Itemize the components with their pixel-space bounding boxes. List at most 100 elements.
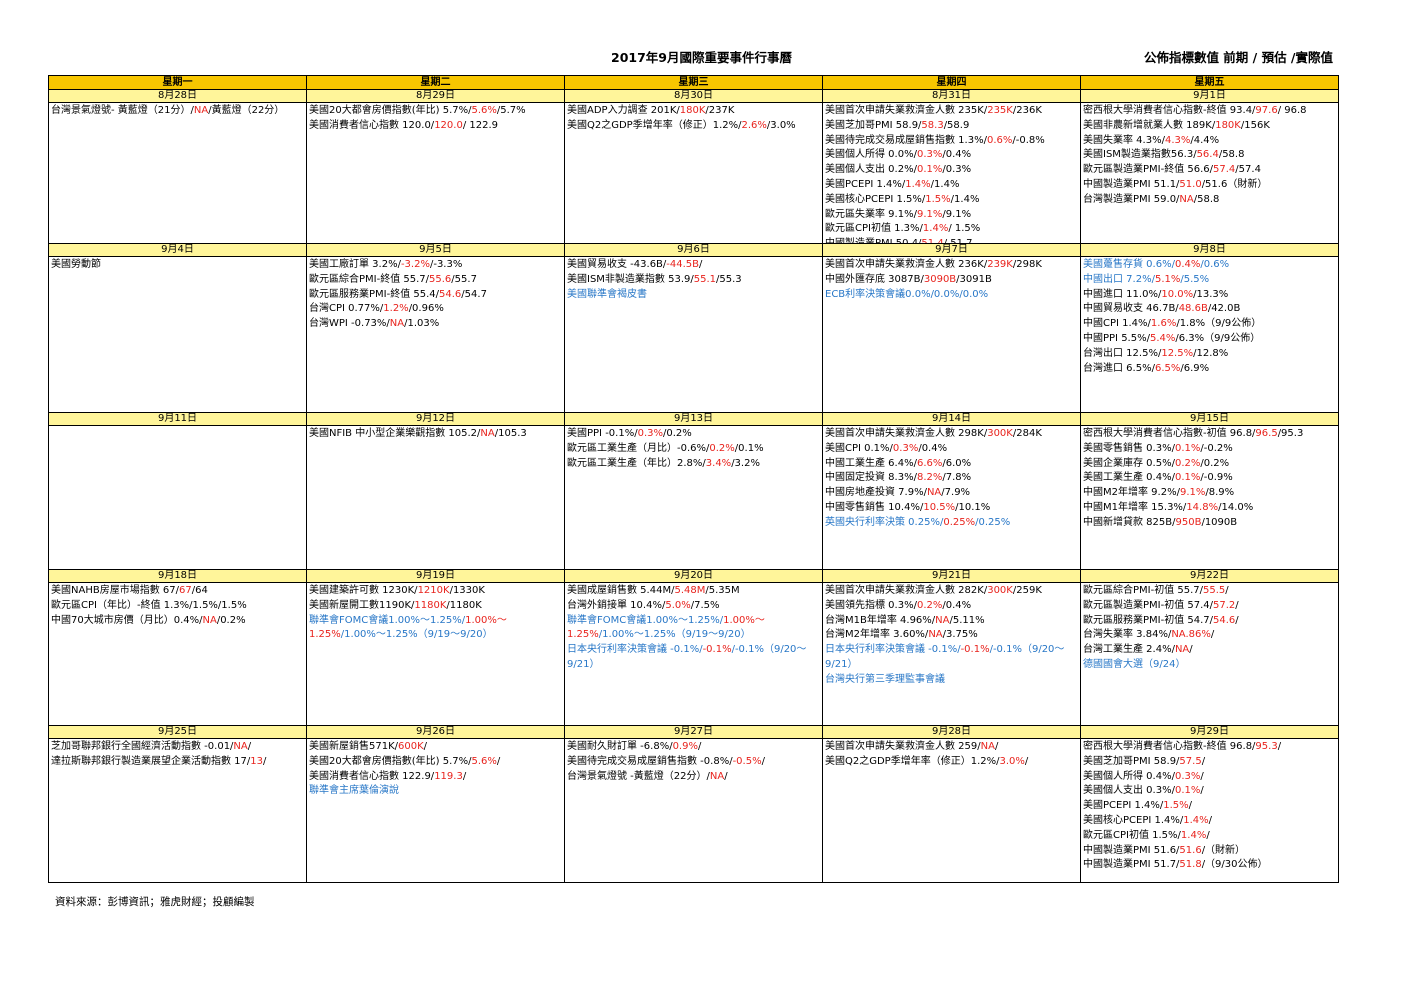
- event-line: 中國新增貸款 825B/950B/1090B: [1083, 516, 1336, 531]
- event-line: 美國首次申請失業救濟金人數 298K/300K/284K: [825, 427, 1078, 442]
- event-actual: /: [1200, 770, 1204, 782]
- event-forecast: 55.6: [429, 273, 452, 285]
- legend-note: 公佈指標數值 前期 / 預估 /實際值: [1143, 50, 1333, 65]
- event-previous: 歐元區CPI初值 1.5%/: [1083, 829, 1181, 841]
- event-previous: 美國首次申請失業救濟金人數 282K/: [825, 585, 988, 596]
- event-line: 美國ISM非製造業指數 53.9/55.1/55.3: [567, 273, 820, 288]
- event-actual: /0.3%: [942, 164, 972, 176]
- event-actual: /298K: [1012, 259, 1042, 270]
- event-line: 美國Q2之GDP季增年率（修正）1.2%/2.6%/3.0%: [567, 119, 820, 134]
- event-forecast: NA: [202, 614, 217, 626]
- event-actual-blue: /5.5%: [1180, 273, 1210, 285]
- event-forecast: 119.3: [434, 770, 463, 782]
- event-forecast: 13: [250, 755, 264, 767]
- event-line: 中國70大城市房價（月比）0.4%/NA/0.2%: [51, 614, 304, 629]
- event-line: 歐元區綜合PMI-終值 55.7/55.6/55.7: [309, 273, 562, 288]
- event-line: 聯準會主席葉倫演說: [309, 784, 562, 799]
- event-forecast: 1210K: [417, 585, 450, 596]
- event-line: 美國PCEPI 1.4%/1.4%/1.4%: [825, 178, 1078, 193]
- event-previous: 美國Q2之GDP季增年率（修正）1.2%/: [567, 119, 742, 131]
- event-label-blue: 聯準會FOMC會議1.00%～1.25%/: [567, 614, 724, 626]
- event-previous: 中國製造業PMI 51.1/: [1083, 178, 1180, 190]
- event-previous: 美國20大都會房價指數(年比) 5.7%/: [309, 105, 472, 116]
- day-events-list: 美國新屋銷售571K/600K/美國20大都會房價指數(年比) 5.7%/5.6…: [307, 739, 564, 882]
- event-actual: /7.9%: [941, 487, 971, 499]
- event-previous: 美國ADP入力調查 201K/: [567, 105, 680, 116]
- event-previous: 美國20大都會房價指數(年比) 5.7%/: [309, 755, 472, 767]
- event-forecast: NA: [935, 614, 950, 626]
- event-forecast: 55.1: [693, 273, 717, 285]
- event-line: 中國製造業PMI 51.1/51.0/51.6（財新）: [1083, 178, 1336, 193]
- day-events-cell: 美國PPI -0.1%/0.3%/0.2%歐元區工業生產（月比）-0.6%/0.…: [564, 425, 823, 570]
- event-previous: 中國M1年增率 15.3%/: [1083, 501, 1187, 513]
- event-line: 美國芝加哥PMI 58.9/57.5/: [1083, 755, 1336, 770]
- event-actual: /: [1024, 755, 1029, 767]
- event-line: 密西根大學消費者信心指數-初值 96.8/96.5/95.3: [1083, 427, 1336, 442]
- weekday-header: 星期一: [48, 75, 307, 90]
- event-previous: 中國CPI 1.4%/: [1083, 318, 1151, 330]
- event-line: ECB利率決策會議0.0%/0.0%/0.0%: [825, 288, 1078, 303]
- event-previous: 台灣出口 12.5%/: [1083, 347, 1162, 359]
- event-actual: /: [1208, 814, 1213, 826]
- event-forecast: NA: [389, 318, 405, 330]
- event-label-blue: 中國出口 7.2%/: [1083, 273, 1155, 285]
- day-events-cell: 美國勞動節: [48, 256, 307, 413]
- event-line: 美國失業率 4.3%/4.3%/4.4%: [1083, 134, 1336, 149]
- event-actual: /: [1206, 829, 1210, 841]
- event-forecast: 57.5: [1179, 755, 1202, 767]
- events-row: 芝加哥聯邦銀行全國經濟活動指數 -0.01/NA/達拉斯聯邦銀行製造業展望企業活…: [48, 738, 1339, 883]
- event-actual: /55.7: [451, 273, 477, 285]
- event-previous: 中國外匯存底 3087B/: [825, 273, 924, 285]
- event-line: 歐元區服務業PMI-終值 55.4/54.6/54.7: [309, 288, 562, 303]
- event-line: 聯準會FOMC會議1.00%～1.25%/1.00%～1.25%/1.00%～1…: [567, 614, 820, 644]
- event-line: 台灣景氣燈號 -黃藍燈（22分）/NA/: [567, 770, 820, 785]
- event-actual: /: [994, 741, 999, 752]
- event-previous: 中國零售銷售 10.4%/: [825, 501, 924, 513]
- event-actual-blue: /-0.1%（9/20～9/21）: [567, 644, 807, 670]
- page-title: 2017年9月國際重要事件行事曆: [611, 50, 792, 65]
- event-forecast: 0.1%: [1174, 442, 1201, 454]
- date-cell: 8月31日: [822, 89, 1081, 103]
- event-forecast: 48.6B: [1178, 303, 1208, 315]
- event-forecast: 54.6: [439, 288, 462, 300]
- event-actual: /57.4: [1235, 164, 1261, 176]
- event-previous: 中國PPI 5.5%/: [1083, 332, 1150, 344]
- event-actual: / 51.7: [944, 238, 973, 243]
- event-line: 美國個人所得 0.0%/0.3%/0.4%: [825, 148, 1078, 163]
- event-line: 美國Q2之GDP季增年率（修正）1.2%/3.0%/: [825, 755, 1078, 770]
- event-previous: 美國零售銷售 0.3%/: [1083, 442, 1175, 454]
- event-actual: /: [699, 259, 703, 270]
- event-line: 美國新屋銷售571K/600K/: [309, 740, 562, 755]
- event-actual: /: [1235, 599, 1239, 611]
- event-actual: /1090B: [1201, 516, 1238, 528]
- event-line: 美國20大都會房價指數(年比) 5.7%/5.6%/5.7%: [309, 104, 562, 119]
- day-events-cell: 美國新屋銷售571K/600K/美國20大都會房價指數(年比) 5.7%/5.6…: [306, 738, 565, 883]
- event-actual: /（財新）: [1201, 844, 1246, 856]
- event-line: 中國外匯存底 3087B/3090B/3091B: [825, 273, 1078, 288]
- event-actual: /58.8: [1193, 193, 1220, 205]
- day-events-list: 美國工廠訂單 3.2%/-3.2%/-3.3%歐元區綜合PMI-終值 55.7/…: [307, 257, 564, 412]
- event-line: 密西根大學消費者信心指數-終值 93.4/97.6/ 96.8: [1083, 104, 1336, 119]
- event-actual: /12.8%: [1193, 347, 1229, 359]
- event-actual: /58.9: [943, 119, 970, 131]
- event-previous: 美國NAHB房屋市場指數 67/: [51, 585, 179, 596]
- event-previous: 美國PCEPI 1.4%/: [825, 178, 906, 190]
- day-events-list: 歐元區綜合PMI-初值 55.7/55.5/歐元區製造業PMI-初值 57.4/…: [1081, 583, 1338, 725]
- event-line: 美國個人所得 0.4%/0.3%/: [1083, 770, 1336, 785]
- day-events-list: 密西根大學消費者信心指數-終值 96.8/95.3/美國芝加哥PMI 58.9/…: [1081, 739, 1338, 882]
- event-actual: /284K: [1012, 428, 1042, 439]
- event-line: 歐元區綜合PMI-初值 55.7/55.5/: [1083, 584, 1336, 599]
- event-actual: /236K: [1012, 105, 1042, 116]
- event-actual-blue: /0.25%: [975, 516, 1011, 528]
- event-line: 台灣進口 6.5%/6.5%/6.9%: [1083, 362, 1336, 377]
- event-actual: /6.3%（9/9公佈）: [1175, 332, 1261, 344]
- event-previous: 美國PPI -0.1%/: [567, 428, 638, 439]
- day-events-cell: 歐元區綜合PMI-初值 55.7/55.5/歐元區製造業PMI-初值 57.4/…: [1080, 582, 1339, 726]
- event-forecast: 0.3%: [916, 149, 943, 161]
- event-forecast: NA.86%: [1171, 629, 1211, 641]
- event-actual: /6.0%: [942, 457, 972, 469]
